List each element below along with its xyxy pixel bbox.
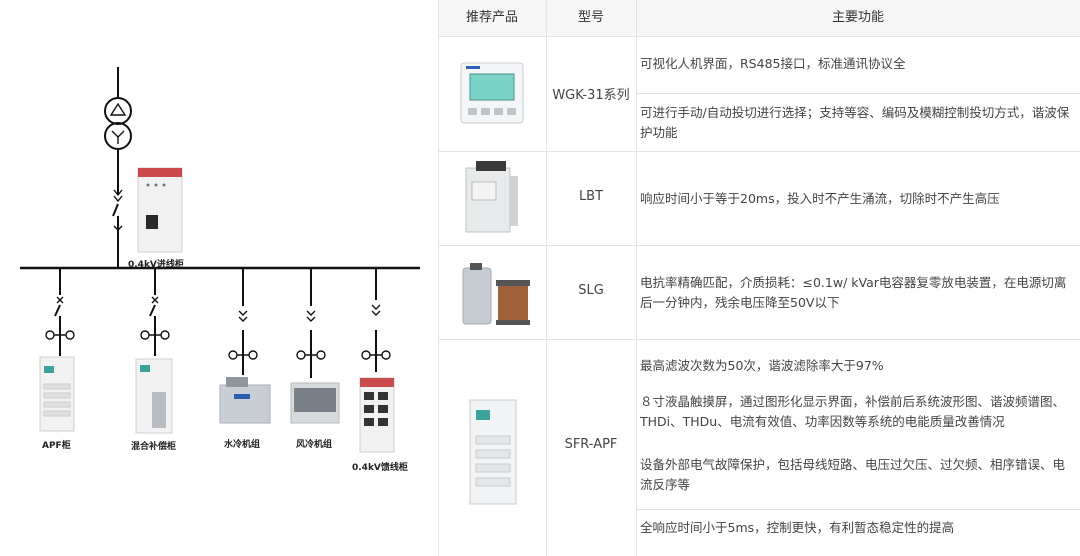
label-water-chiller: 水冷机组: [224, 440, 261, 450]
label-air-chiller: 风冷机组: [296, 440, 333, 450]
model-slg: SLG: [578, 283, 604, 298]
function-sfr-1: 最高滤波次数为50次，谐波滤除率大于97%: [640, 358, 884, 373]
model-sfr-apf: SFR-APF: [564, 437, 618, 452]
transformer-secondary: [104, 122, 132, 150]
divider: [438, 245, 1080, 246]
divider: [546, 0, 547, 556]
divider: [636, 93, 1080, 94]
apf-cabinet: [39, 356, 75, 432]
sfr-apf-cabinet-image: [469, 399, 517, 505]
wgk-controller-image: [460, 62, 524, 124]
divider: [438, 151, 1080, 152]
divider: [438, 36, 1080, 37]
slg-capacitor-reactor-image: [462, 263, 530, 325]
divider: [636, 0, 637, 556]
function-sfr-3: 设备外部电气故障保护，包括母线短路、电压过欠压、过欠频、相序错误、电流反序等: [640, 457, 1066, 492]
air-chiller-unit: [290, 382, 340, 424]
product-table: 推荐产品 型号 主要功能 WGK-31系列 可视化人机界面，RS485接口，标准…: [438, 0, 1080, 556]
function-lbt: 响应时间小于等于20ms，投入时不产生涌流，切除时不产生高压: [640, 191, 1000, 206]
function-wgk-2: 可进行手动/自动投切进行选择；支持等容、编码及模糊控制投切方式，谐波保护功能: [640, 105, 1070, 140]
header-model: 型号: [546, 0, 636, 36]
header-product: 推荐产品: [438, 0, 546, 36]
water-chiller-unit: [219, 377, 271, 424]
hybrid-cabinet: [135, 358, 173, 434]
lbt-switch-image: [465, 161, 518, 233]
divider: [438, 339, 1080, 340]
label-hybrid-cabinet: 混合补偿柜: [131, 442, 177, 452]
function-sfr-4: 全响应时间小于5ms，控制更快，有利暂态稳定性的提高: [640, 520, 955, 535]
header-function: 主要功能: [636, 0, 1080, 36]
label-feeder-cabinet: 0.4kV馈线柜: [352, 463, 408, 473]
divider: [636, 509, 1080, 510]
model-wgk-31: WGK-31系列: [552, 88, 630, 103]
label-incoming-cabinet: 0.4kV进线柜: [128, 260, 184, 270]
single-line-diagram: 0.4kV进线柜 APF柜 混合补偿柜 水冷机组 风冷机组 0.4kV馈线柜: [0, 0, 438, 556]
function-wgk-1: 可视化人机界面，RS485接口，标准通讯协议全: [640, 56, 906, 71]
function-sfr-2: ８寸液晶触摸屏，通过图形化显示界面，补偿前后系统波形图、谐波频谱图、THDi、T…: [640, 394, 1066, 429]
feeder-cabinet: [359, 377, 395, 453]
divider: [438, 0, 439, 556]
transformer-primary: [104, 97, 132, 125]
label-apf-cabinet: APF柜: [42, 441, 71, 451]
diagram-drawing: [20, 67, 420, 453]
function-slg: 电抗率精确匹配，介质损耗：≤0.1w/ kVar电容器复零放电装置，在电源切离后…: [640, 275, 1067, 310]
model-lbt: LBT: [578, 189, 604, 204]
incoming-cabinet: [137, 167, 183, 253]
